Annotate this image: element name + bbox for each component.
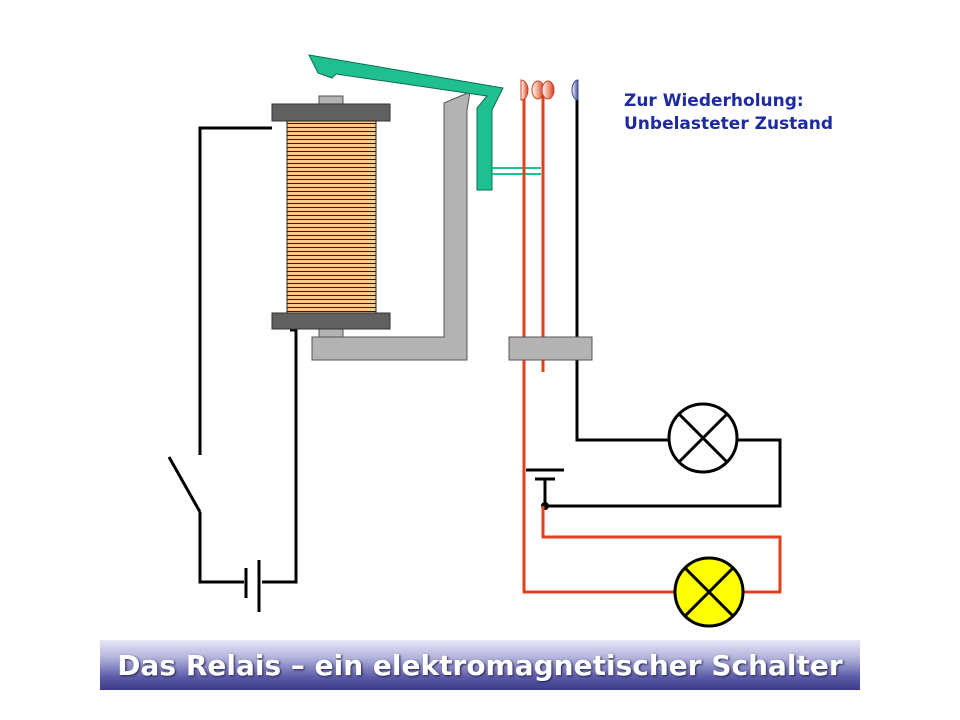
- relay-armature: [308, 54, 504, 191]
- electromagnet-coil: [271, 95, 391, 339]
- page-title: Das Relais – ein elektromagnetischer Sch…: [117, 648, 843, 682]
- contact-point-1: [520, 79, 529, 101]
- wire-contact-to-lamp-off: [575, 372, 668, 442]
- wire-lamp-on-return: [541, 506, 782, 594]
- relay-yoke: [311, 91, 471, 361]
- lamp-on-icon: [673, 556, 745, 628]
- contact-insulator-block: [508, 336, 593, 361]
- caption-line-2: Unbelasteter Zustand: [624, 114, 834, 134]
- contact-point-3: [571, 79, 579, 101]
- control-circuit: [167, 126, 298, 584]
- wire-lamp-off-return: [545, 438, 782, 508]
- caption-line-1: Zur Wiederholung:: [624, 91, 804, 111]
- wire-switch-to-battery: [198, 512, 244, 584]
- coil-flange-bottom: [271, 312, 391, 330]
- caption: Zur Wiederholung: Unbelasteter Zustand: [624, 90, 833, 136]
- contact-springs: [520, 79, 579, 372]
- wire-contact-to-lamp-on: [522, 372, 676, 594]
- load-circuit-off: [543, 372, 782, 508]
- lamp-off-icon: [667, 402, 739, 474]
- battery-control-icon: [244, 560, 261, 612]
- armature-push-rod: [492, 167, 541, 175]
- load-circuit-on: [522, 372, 782, 594]
- contact-point-2b: [541, 80, 555, 100]
- coil-flange-top: [271, 103, 391, 122]
- title-bar: Das Relais – ein elektromagnetischer Sch…: [100, 640, 860, 690]
- battery-load-icon: [526, 468, 564, 481]
- wire-coil-top-to-switch: [198, 126, 272, 455]
- coil-winding: [286, 120, 377, 314]
- open-switch: [167, 456, 202, 513]
- wire-battery-to-coil-bottom: [262, 328, 298, 584]
